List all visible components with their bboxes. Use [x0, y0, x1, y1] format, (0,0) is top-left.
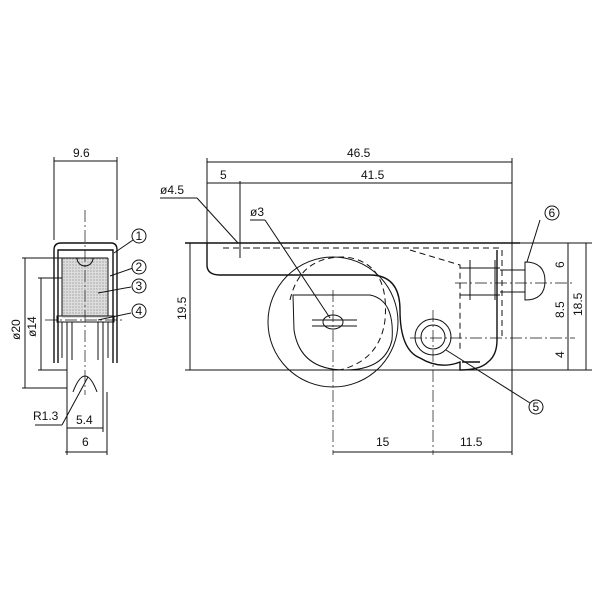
svg-text:4: 4	[136, 304, 143, 318]
label-hole-small: ø3	[250, 205, 264, 219]
dim-6: 6	[553, 261, 567, 268]
dim-wheel-width: 6	[82, 435, 89, 449]
front-view: 46.5 5 41.5 ø4.5 ø3 19.5 6 8.5	[160, 146, 592, 455]
balloon-6: 6	[544, 205, 560, 221]
label-hole-large: ø4.5	[160, 183, 184, 197]
dim-offset-5: 5	[220, 168, 227, 182]
dim-8-5: 8.5	[553, 301, 567, 318]
dim-tread-width: 5.4	[76, 413, 93, 427]
svg-text:2: 2	[136, 260, 143, 274]
svg-text:3: 3	[136, 279, 143, 293]
balloon-4: 4	[131, 303, 147, 319]
side-view: 9.6 ø20 ø14 R1.3 5.4 6 1 2 3 4	[9, 146, 147, 455]
balloon-1: 1	[131, 228, 147, 244]
dim-width-9-6: 9.6	[73, 146, 90, 160]
dim-outer-diameter: ø20	[9, 319, 23, 340]
screw-head	[524, 261, 546, 301]
balloon-5: 5	[528, 399, 544, 415]
svg-text:1: 1	[136, 229, 143, 243]
dim-11-5: 11.5	[460, 435, 483, 449]
svg-text:6: 6	[549, 206, 556, 220]
dim-inner-diameter: ø14	[25, 316, 39, 337]
balloon-2: 2	[131, 259, 147, 275]
svg-text:5: 5	[533, 400, 540, 414]
dim-18-5: 18.5	[571, 292, 585, 316]
tire	[62, 258, 108, 318]
dim-length-41-5: 41.5	[361, 168, 385, 182]
balloon-3: 3	[131, 278, 147, 294]
dim-15: 15	[376, 435, 390, 449]
dim-4: 4	[553, 351, 567, 358]
dim-groove-radius: R1.3	[33, 409, 59, 423]
dim-height: 19.5	[175, 296, 189, 320]
dim-overall-length: 46.5	[347, 146, 371, 160]
axle	[56, 315, 115, 323]
